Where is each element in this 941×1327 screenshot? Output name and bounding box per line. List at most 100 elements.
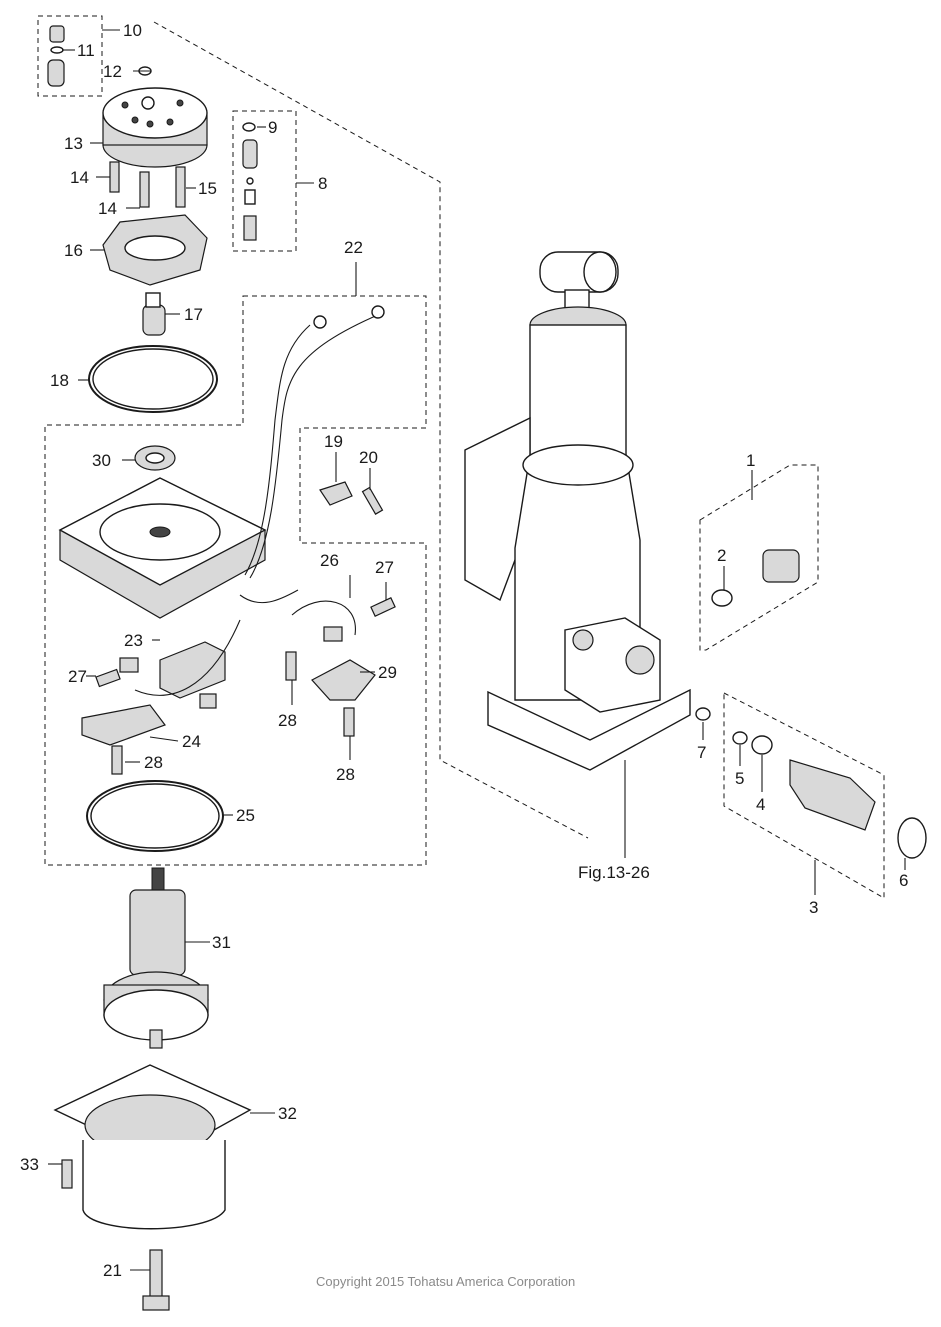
o-ring-2 [711,589,733,607]
part-label: 21 [103,1261,122,1280]
bolt-21-head [142,1295,170,1311]
part-label: 28 [278,711,297,730]
terminal [313,315,327,329]
coupling [142,304,166,336]
valve-body-part [47,59,65,87]
figure-reference-label: Fig.13-26 [578,863,650,882]
brush-lead [239,589,299,604]
bearing-bore [145,452,165,464]
port-hole [146,120,154,128]
cylinder-collar [522,444,634,486]
part-label: 7 [697,743,706,762]
terminal [371,305,385,319]
part-label: 12 [103,62,122,81]
screw-28c [111,745,123,775]
valve-pin [244,189,256,205]
copyright-text: Copyright 2015 Tohatsu America Corporati… [316,1274,575,1289]
bolt-15 [175,166,186,208]
part-label: 14 [70,168,89,187]
armature-shaft [149,1029,163,1049]
valve-group-8 [242,122,258,241]
end-cap-hole [149,526,171,538]
brush-lead [134,619,241,696]
part-label: 31 [212,933,231,952]
part-label: 20 [359,448,378,467]
gear-recess [124,235,186,261]
part-label: 27 [68,667,87,686]
part-label: 10 [123,21,142,40]
part-label: 15 [198,179,217,198]
part-label: 30 [92,451,111,470]
group-box-10 [37,15,103,97]
group-box-motor [44,295,427,866]
part-label: 26 [320,551,339,570]
port-hole [166,118,174,126]
cylinder-eye-bore [583,251,617,293]
brush-lead-26 [291,600,356,636]
o-ring-11 [50,46,64,54]
part-label: 5 [735,769,744,788]
brush [323,626,343,642]
manual-release-valve [789,759,876,831]
part-label: 22 [344,238,363,257]
o-ring-5 [732,731,748,745]
part-label: 13 [64,134,83,153]
o-ring-9 [242,122,256,132]
plug-1 [762,549,800,583]
bolt-20 [361,486,384,515]
part-label: 19 [324,432,343,451]
motor-assembly [58,305,396,852]
yoke-body [82,1140,226,1230]
plug-group-1 [711,549,800,607]
group-box-3 [723,692,885,899]
commutator [129,889,186,976]
part-label: 1 [746,451,755,470]
o-ring-18-inner [92,348,214,410]
trim-cylinder-assembly [464,251,691,771]
bolt-14b [139,171,150,208]
brush [119,657,139,673]
leader-lines [48,29,906,1271]
part-label: 14 [98,199,117,218]
valve-port [572,629,594,651]
cable-clamp-19 [319,481,353,506]
valve-spring-part [49,25,65,43]
spring-27b [95,668,121,688]
part-label: 25 [236,806,255,825]
screw-28b [343,707,355,737]
snap-ring-6 [897,817,927,859]
part-label: 29 [378,663,397,682]
port-hole [176,99,184,107]
wire-harness-22 [244,324,311,576]
ball [246,177,254,185]
part-label: 8 [318,174,327,193]
group-box-1 [699,464,819,651]
spring-27a [370,597,396,617]
cylinder-base [487,688,691,771]
port-hole [121,101,129,109]
cylinder-tube [529,324,627,456]
motor-yoke-32 [53,1064,252,1311]
screw-33 [61,1159,73,1189]
part-labels: 10 11 12 13 14 14 15 16 17 18 9 8 22 30 … [20,21,908,1280]
part-label: 17 [184,305,203,324]
brush-holder-23 [159,641,226,699]
part-label: 28 [336,765,355,784]
armature-31 [103,867,209,1049]
valve-port [625,645,655,675]
part-label: 32 [278,1104,297,1123]
brush-plate-29 [311,659,376,701]
brush-plate-24 [81,704,166,746]
o-ring-4 [751,735,773,755]
part-label: 4 [756,795,765,814]
port-hole [131,116,139,124]
part-label: 16 [64,241,83,260]
bolt-14a [109,161,120,193]
shaft-tip [151,867,165,893]
part-label: 9 [268,118,277,137]
part-label: 23 [124,631,143,650]
spring [243,215,257,241]
pump-head-assembly [47,25,218,413]
part-label: 18 [50,371,69,390]
